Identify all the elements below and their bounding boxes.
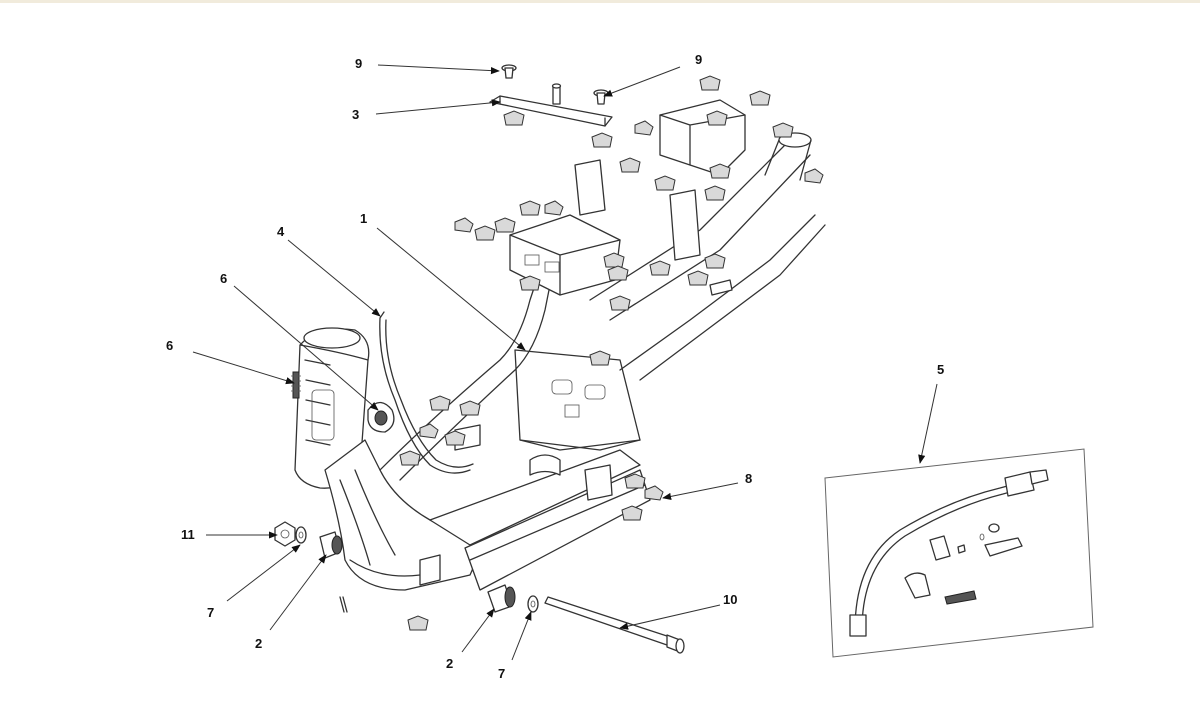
callout-7-left: 7: [207, 605, 214, 620]
callout-6-upper: 6: [220, 271, 227, 286]
clip-nuts: [399, 75, 824, 631]
cable-part-4: [379, 311, 474, 474]
callout-1: 1: [360, 211, 367, 226]
callout-4: 4: [277, 224, 285, 239]
callout-9-left: 9: [355, 56, 362, 71]
washer-part-7-right: [527, 595, 539, 613]
callout-5: 5: [937, 362, 944, 377]
bolt-part-9-right: [593, 89, 609, 105]
callout-8: 8: [745, 471, 752, 486]
leader-lines: [192, 64, 938, 661]
small-pin: [339, 596, 348, 613]
callout-2-left: 2: [255, 636, 262, 651]
main-frame: [294, 99, 826, 591]
washer-part-7-left: [295, 526, 307, 544]
top-border: [0, 0, 1200, 3]
callout-9-right: 9: [695, 52, 702, 67]
callout-numbers: 9 9 3 1 4 6 6 5 8 11 7 2 10 2 7: [166, 52, 944, 681]
inset-part-5: [824, 448, 1094, 658]
bolt-part-9-left: [501, 64, 517, 79]
callout-6-lower: 6: [166, 338, 173, 353]
bushing-part-2-right: [487, 584, 516, 613]
grommet-part-6-lower: [291, 371, 301, 399]
bolt-part-10: [544, 596, 685, 654]
bushing-part-2-left: [319, 531, 343, 559]
callout-7-right: 7: [498, 666, 505, 681]
nut-part-11: [274, 521, 296, 547]
callout-2-right: 2: [446, 656, 453, 671]
callout-3: 3: [352, 107, 359, 122]
callout-11: 11: [181, 527, 195, 542]
grommet-part-6-upper: [367, 401, 395, 433]
callout-10: 10: [723, 592, 737, 607]
